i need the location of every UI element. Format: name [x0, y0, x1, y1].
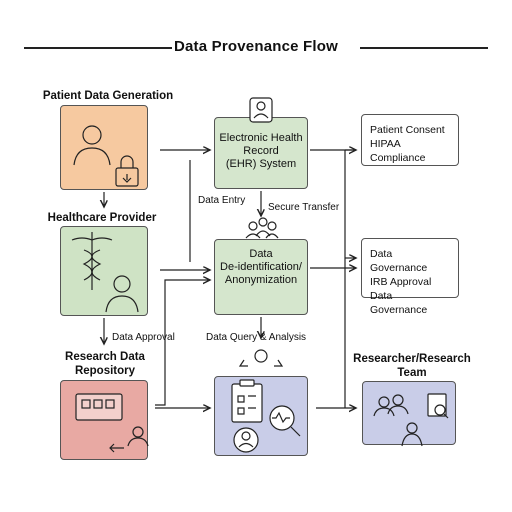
research-data-repository-label: Research Data Repository — [50, 350, 160, 378]
consent-box: Patient Consent HIPAA Compliance — [361, 114, 459, 166]
gear-icon — [238, 349, 284, 367]
analyst-badge-icon — [233, 427, 259, 453]
secure-transfer-label: Secure Transfer — [268, 202, 340, 213]
provider-person-icon — [105, 275, 139, 313]
connector-repository-up — [155, 280, 210, 406]
diagram-title: Data Provenance Flow — [173, 38, 339, 55]
consent-line-1: Patient Consent — [370, 124, 445, 136]
ehr-box — [214, 117, 308, 189]
group-icon — [245, 217, 279, 239]
repository-label-text: Research Data Repository — [65, 351, 145, 377]
deid-label: Data De-identification/ Anonymization — [220, 248, 302, 286]
ehr-person-icon — [249, 97, 273, 123]
repository-icon — [75, 393, 149, 453]
data-entry-label: Data Entry — [198, 195, 246, 206]
caduceus-icon — [71, 232, 113, 290]
governance-line-2: IRB Approval — [370, 276, 432, 288]
title-rule-right — [360, 47, 488, 49]
governance-line-3: Data Governance — [370, 290, 428, 316]
patient-person-icon — [73, 125, 111, 166]
healthcare-provider-label: Healthcare Provider — [47, 212, 157, 224]
governance-box: Data Governance IRB Approval Data Govern… — [361, 238, 459, 316]
researcher-document-icon — [427, 393, 449, 419]
researcher-team-icon — [373, 394, 423, 447]
title-rule-left — [24, 47, 172, 49]
data-query-analysis-label: Data Query & Analysis — [206, 332, 307, 343]
lock-icon — [115, 155, 139, 187]
researcher-team-label: Researcher/Research Team — [353, 353, 471, 379]
patient-box — [60, 105, 148, 190]
deid-box — [214, 239, 308, 315]
patient-data-generation-label: Patient Data Generation — [42, 90, 174, 102]
magnifier-icon — [269, 405, 301, 437]
data-approval-label: Data Approval — [112, 332, 175, 343]
consent-line-2: HIPAA Compliance — [370, 138, 426, 164]
analysis-clipboard-icon — [231, 379, 263, 423]
governance-line-1: Data Governance — [370, 248, 428, 274]
ehr-label: Electronic Health Record (EHR) System — [219, 132, 303, 170]
